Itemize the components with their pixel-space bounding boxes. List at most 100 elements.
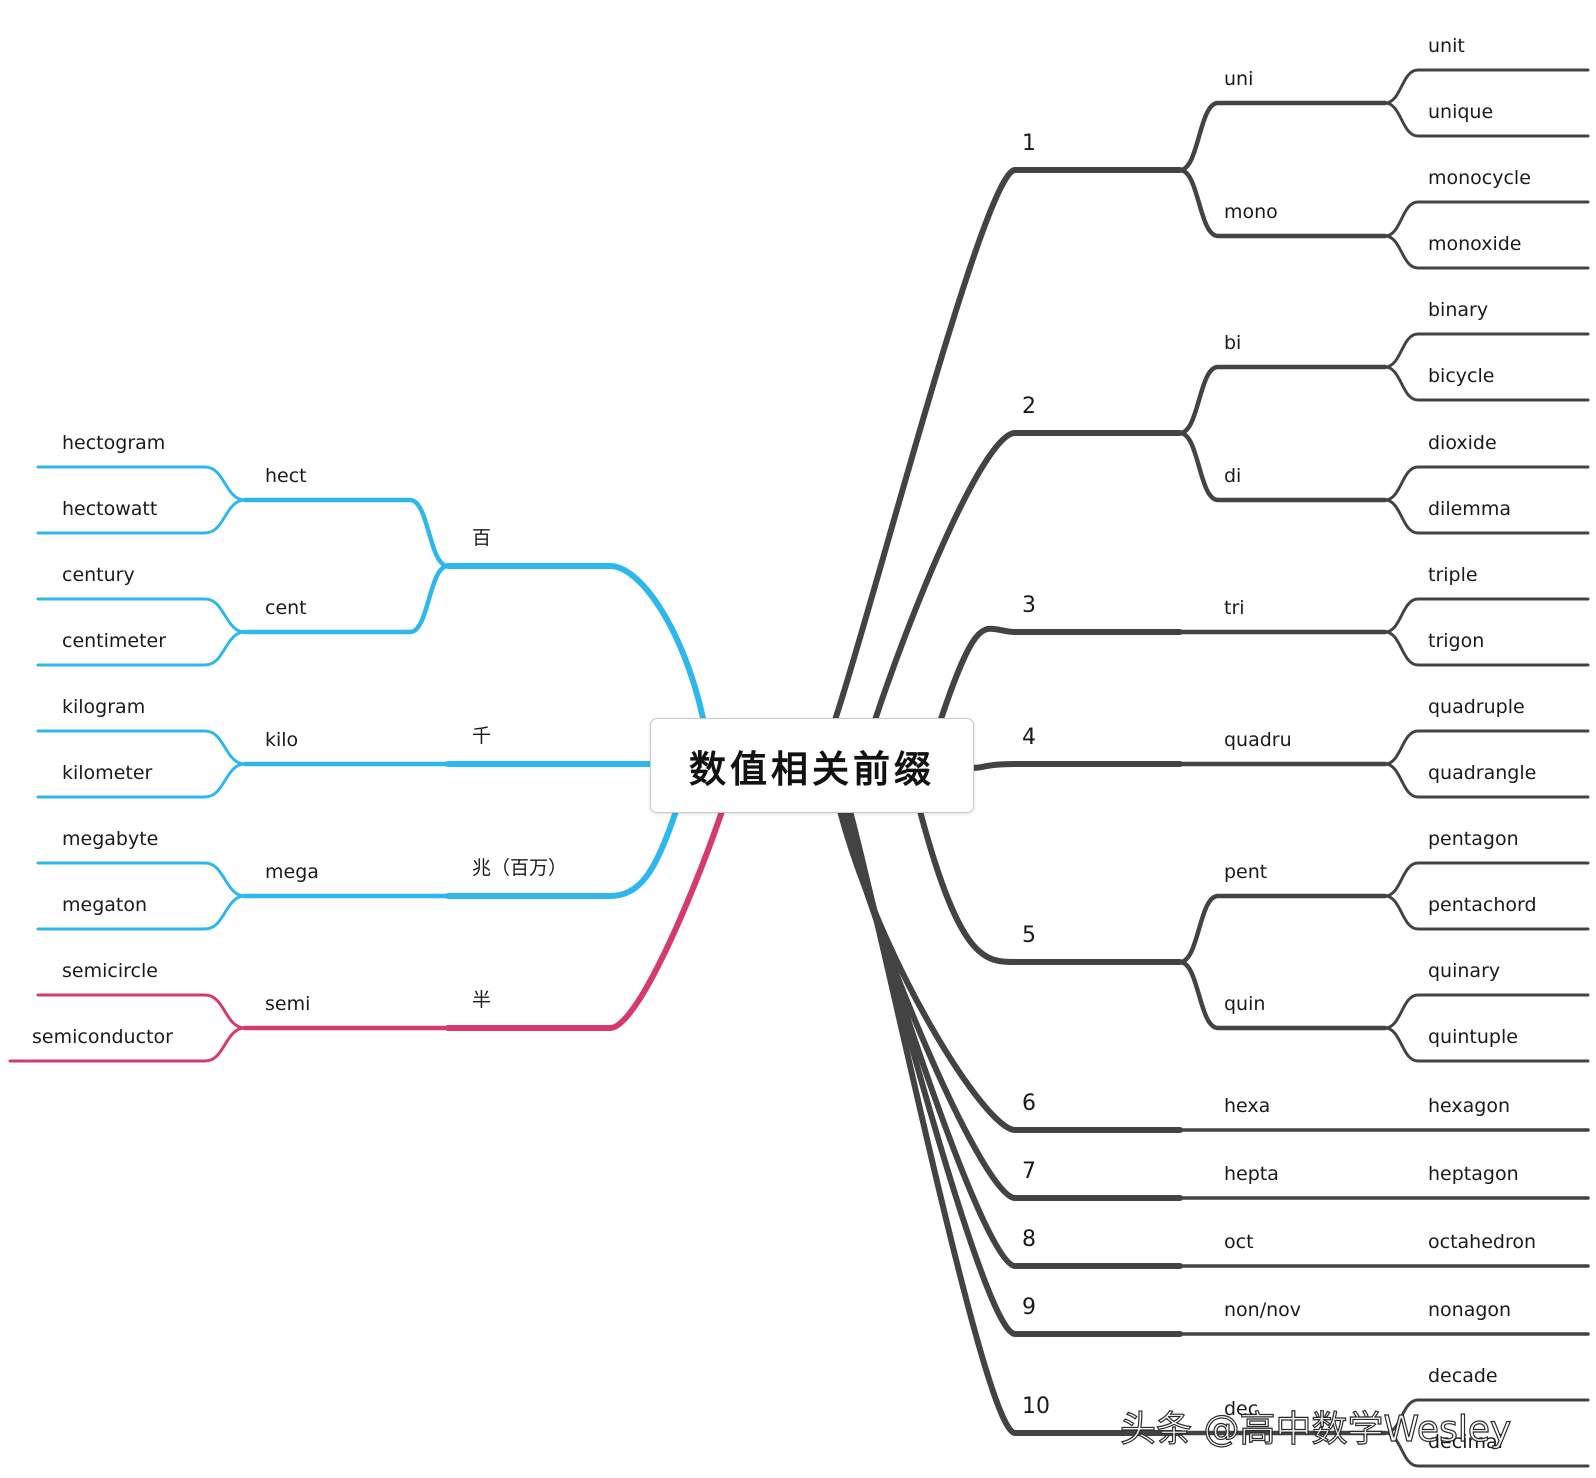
prefix-label[interactable]: dec: [1224, 1398, 1259, 1420]
number-label[interactable]: 10: [1022, 1394, 1050, 1419]
number-label[interactable]: 5: [1022, 923, 1036, 948]
prefix-label[interactable]: mega: [265, 861, 319, 883]
number-branch-line: [917, 808, 1183, 965]
word-label[interactable]: pentagon: [1428, 828, 1519, 850]
prefix-label[interactable]: di: [1224, 465, 1242, 487]
word-branch-line: [1383, 1398, 1590, 1435]
number-label[interactable]: 9: [1022, 1295, 1036, 1320]
word-branch-line: [36, 894, 247, 931]
prefix-label[interactable]: tri: [1224, 597, 1245, 619]
central-topic[interactable]: 数值相关前缀: [650, 718, 974, 813]
prefix-label[interactable]: non/nov: [1224, 1299, 1302, 1321]
word-branch-line: [36, 861, 247, 898]
prefix-label[interactable]: uni: [1224, 68, 1254, 90]
word-branch-line: [1383, 861, 1590, 898]
word-branch-line: [8, 1026, 247, 1063]
word-label[interactable]: semiconductor: [32, 1026, 173, 1048]
number-label[interactable]: 3: [1022, 593, 1036, 618]
word-label[interactable]: hectowatt: [62, 498, 158, 520]
prefix-label[interactable]: mono: [1224, 201, 1278, 223]
word-label[interactable]: trigon: [1428, 630, 1485, 652]
prefix-branch-line: [242, 563, 451, 635]
word-label[interactable]: triple: [1428, 564, 1478, 586]
word-label[interactable]: decade: [1428, 1365, 1498, 1387]
word-label[interactable]: quadruple: [1428, 696, 1525, 718]
number-label[interactable]: 7: [1022, 1159, 1036, 1184]
word-label[interactable]: decimal: [1428, 1431, 1503, 1453]
word-branch-line: [1383, 332, 1590, 369]
number-label[interactable]: 4: [1022, 725, 1036, 750]
word-label[interactable]: nonagon: [1428, 1299, 1512, 1321]
word-branch-line: [36, 498, 247, 535]
word-label[interactable]: century: [62, 564, 135, 586]
word-label[interactable]: dioxide: [1428, 432, 1497, 454]
word-branch-line: [36, 729, 247, 766]
word-label[interactable]: centimeter: [62, 630, 167, 652]
word-label[interactable]: heptagon: [1428, 1163, 1519, 1185]
word-branch-line: [1383, 1026, 1590, 1063]
word-branch-line: [1383, 762, 1590, 799]
word-label[interactable]: quadrangle: [1428, 762, 1537, 784]
category-label[interactable]: 兆（百万）: [472, 857, 568, 879]
category-label[interactable]: 半: [472, 989, 492, 1011]
word-branch-line: [1383, 498, 1590, 535]
number-label[interactable]: 1: [1022, 131, 1036, 156]
prefix-branch-line: [1177, 100, 1388, 173]
number-label[interactable]: 6: [1022, 1091, 1036, 1116]
prefix-branch-line: [242, 497, 451, 569]
word-label[interactable]: megabyte: [62, 828, 159, 850]
prefix-label[interactable]: quadru: [1224, 729, 1292, 751]
word-label[interactable]: megaton: [62, 894, 148, 916]
prefix-label[interactable]: hect: [265, 465, 307, 487]
word-label[interactable]: dilemma: [1428, 498, 1511, 520]
word-label[interactable]: monocycle: [1428, 167, 1531, 189]
prefix-label[interactable]: cent: [265, 597, 307, 619]
word-label[interactable]: unit: [1428, 35, 1465, 57]
word-branch-line: [1383, 365, 1590, 402]
word-label[interactable]: quintuple: [1428, 1026, 1518, 1048]
word-branch-line: [1383, 894, 1590, 931]
prefix-branch-line: [1177, 959, 1388, 1031]
word-label[interactable]: hectogram: [62, 432, 166, 454]
word-branch-line: [1383, 1431, 1590, 1468]
category-label[interactable]: 百: [472, 527, 492, 549]
prefix-branch-line: [1177, 430, 1388, 503]
prefix-branch-line: [1177, 167, 1388, 239]
word-label[interactable]: hexagon: [1428, 1095, 1511, 1117]
prefix-label[interactable]: oct: [1224, 1231, 1254, 1253]
category-label[interactable]: 千: [472, 725, 492, 747]
prefix-label[interactable]: pent: [1224, 861, 1268, 883]
number-label[interactable]: 2: [1022, 394, 1036, 419]
prefix-label[interactable]: kilo: [265, 729, 299, 751]
word-branch-line: [36, 465, 247, 502]
prefix-branch-line: [1177, 893, 1388, 965]
word-label[interactable]: bicycle: [1428, 365, 1495, 387]
word-label[interactable]: octahedron: [1428, 1231, 1537, 1253]
category-branch-line: [445, 808, 725, 1031]
word-branch-line: [36, 762, 247, 799]
word-label[interactable]: semicircle: [62, 960, 158, 982]
word-label[interactable]: pentachord: [1428, 894, 1537, 916]
prefix-label[interactable]: hexa: [1224, 1095, 1271, 1117]
number-branch-line: [969, 761, 1183, 771]
prefix-label[interactable]: hepta: [1224, 1163, 1279, 1185]
word-label[interactable]: kilogram: [62, 696, 146, 718]
word-label[interactable]: quinary: [1428, 960, 1501, 982]
number-branch-line: [845, 808, 1183, 1337]
category-branch-line: [445, 808, 679, 899]
word-branch-line: [1383, 200, 1590, 238]
word-branch-line: [1383, 68, 1590, 105]
word-label[interactable]: kilometer: [62, 762, 153, 784]
word-label[interactable]: binary: [1428, 299, 1489, 321]
prefix-label[interactable]: quin: [1224, 993, 1266, 1015]
prefix-label[interactable]: semi: [265, 993, 311, 1015]
number-branch-line: [847, 808, 1183, 1436]
prefix-label[interactable]: bi: [1224, 332, 1242, 354]
word-label[interactable]: unique: [1428, 101, 1494, 123]
number-branch-line: [872, 430, 1183, 723]
number-label[interactable]: 8: [1022, 1227, 1036, 1252]
word-branch-line: [1383, 465, 1590, 502]
word-label[interactable]: monoxide: [1428, 233, 1522, 255]
